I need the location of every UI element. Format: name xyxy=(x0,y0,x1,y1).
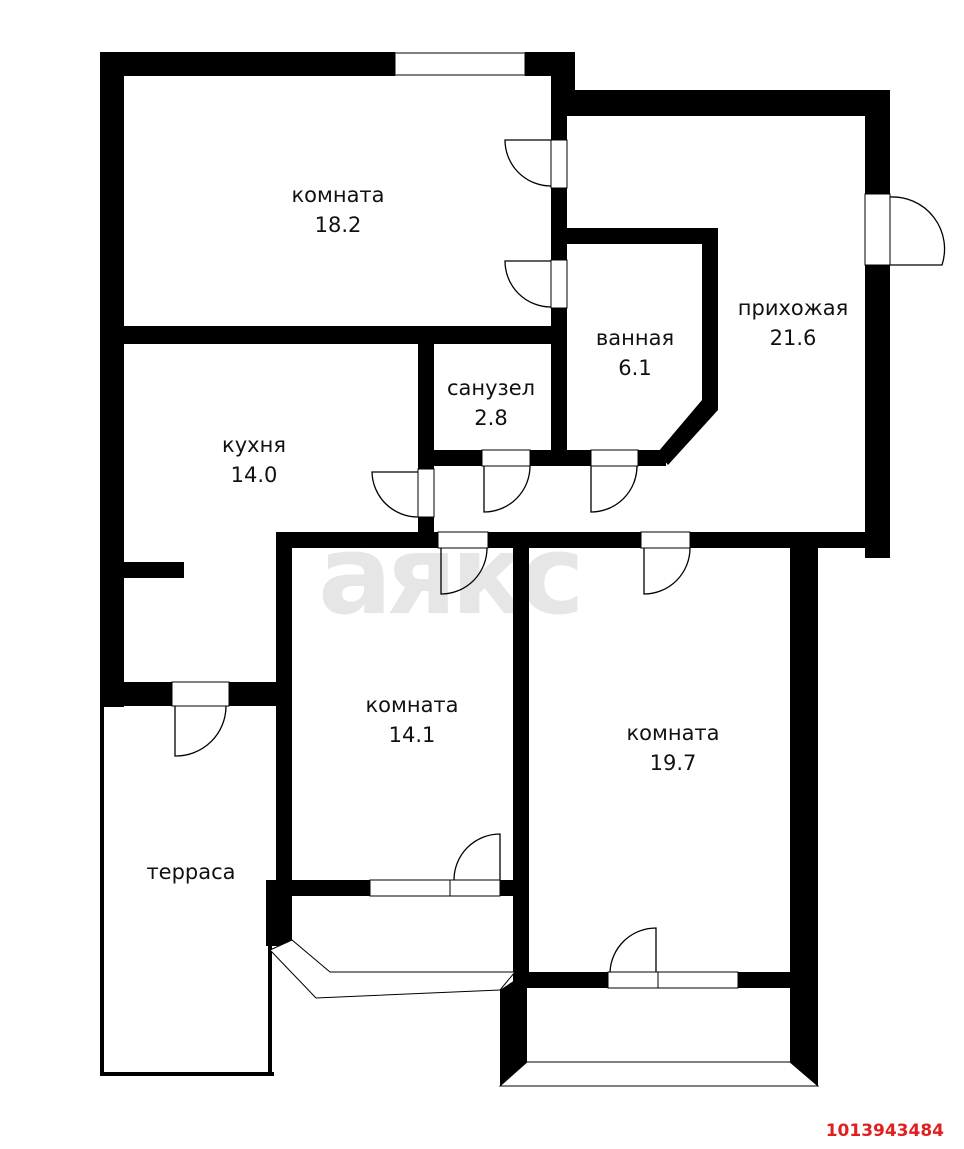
room-label-kitchen: кухня 14.0 xyxy=(222,430,286,490)
room-area: 21.6 xyxy=(769,326,817,350)
room-label-living-2: комната 14.1 xyxy=(365,690,458,750)
room-name: комната xyxy=(291,183,385,207)
room-label-terrace: терраса xyxy=(146,857,235,887)
room-area: 14.1 xyxy=(388,723,436,747)
room-name: комната xyxy=(626,721,720,745)
room-name: терраса xyxy=(146,860,236,884)
room-name: прихожая xyxy=(737,296,849,320)
room-name: комната xyxy=(365,693,459,717)
room-area: 19.7 xyxy=(649,751,697,775)
room-area: 14.0 xyxy=(230,463,278,487)
room-name: санузел xyxy=(446,376,536,400)
listing-id: 1013943484 xyxy=(825,1121,944,1141)
room-label-bathroom: ванная 6.1 xyxy=(596,323,674,383)
room-label-hallway: прихожая 21.6 xyxy=(738,293,848,353)
room-area: 6.1 xyxy=(618,356,652,380)
room-area: 2.8 xyxy=(474,406,508,430)
room-label-living-1: комната 18.2 xyxy=(291,180,384,240)
room-name: ванная xyxy=(595,326,675,350)
room-area: 18.2 xyxy=(314,213,362,237)
room-label-living-3: комната 19.7 xyxy=(626,718,719,778)
room-name: кухня xyxy=(222,433,286,457)
room-label-toilet: санузел 2.8 xyxy=(447,373,535,433)
